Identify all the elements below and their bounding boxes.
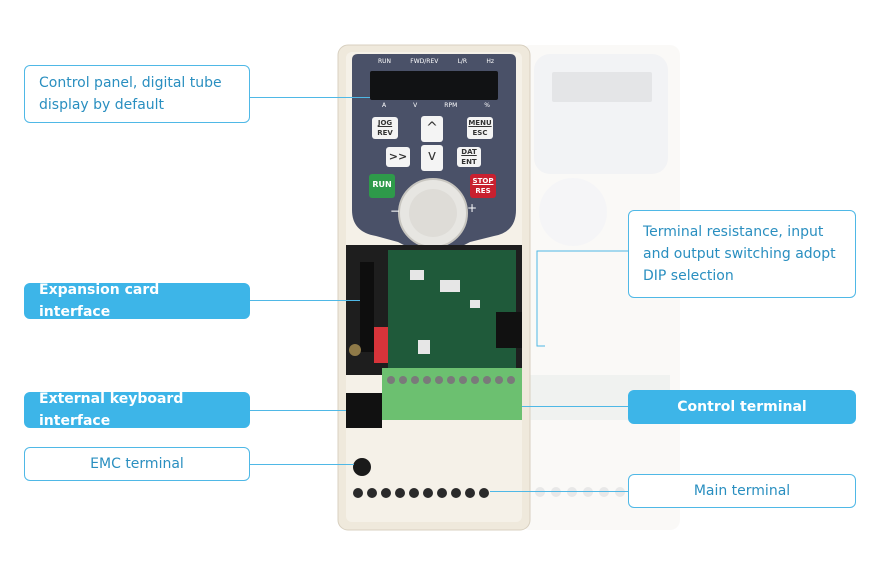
ent-label: ENT (461, 158, 477, 166)
dat-ent-key[interactable]: DAT ENT (457, 147, 481, 167)
external-keyboard-port (346, 393, 382, 428)
indicator-rpm: RPM (444, 102, 458, 109)
leader-control-panel (250, 97, 370, 98)
indicator-run: RUN (378, 58, 392, 65)
digital-display (370, 71, 498, 100)
callout-main-terminal: Main terminal (628, 474, 856, 508)
stop-res-key[interactable]: STOP RES (470, 176, 496, 196)
terminal-screws (387, 376, 515, 384)
minus-sign: − (390, 204, 401, 218)
dat-label: DAT (461, 148, 477, 156)
indicators-bottom: A V RPM % (382, 102, 490, 109)
leader-expansion-card (250, 300, 360, 301)
emc-terminal-hole (353, 458, 371, 476)
esc-label: ESC (472, 129, 488, 137)
main-terminal-holes (353, 488, 489, 498)
rev-label: REV (377, 129, 393, 137)
leader-emc-terminal (250, 464, 354, 465)
down-arrow-key[interactable]: v (427, 148, 437, 164)
indicator-percent: % (484, 102, 490, 109)
indicator-v: V (413, 102, 418, 109)
leader-main-terminal (490, 491, 628, 492)
callout-main-terminal-text: Main terminal (693, 483, 791, 499)
callout-control-terminal-text: Control terminal (677, 399, 807, 415)
callout-control-panel: Control panel, digital tube display by d… (24, 65, 250, 123)
stop-label: STOP (472, 177, 494, 185)
plus-sign: + (467, 201, 478, 215)
indicator-fwd-rev: FWD/REV (410, 58, 439, 65)
callout-expansion-card-text: Expansion card interface (39, 282, 160, 320)
jog-label: JOG (377, 119, 393, 127)
leader-external-keyboard (250, 410, 346, 411)
indicator-local-remote: L/R (457, 58, 468, 65)
indicator-a: A (382, 102, 387, 109)
callout-emc-terminal: EMC terminal (24, 447, 250, 481)
menu-label: MENU (468, 119, 492, 127)
callout-external-keyboard: External keyboard interface (24, 391, 250, 429)
up-arrow-key[interactable]: ^ (426, 120, 438, 136)
callout-control-terminal: Control terminal (628, 390, 856, 424)
shift-key[interactable]: >> (388, 150, 408, 163)
callout-control-panel-text: Control panel, digital tube display by d… (39, 75, 222, 113)
callout-terminal-resistance: Terminal resistance, input and output sw… (628, 210, 856, 298)
callout-emc-terminal-text: EMC terminal (90, 456, 184, 472)
keypad-keys (369, 116, 496, 198)
menu-esc-key[interactable]: MENU ESC (467, 118, 493, 138)
ghost-device (520, 45, 680, 530)
run-key[interactable]: RUN (372, 180, 392, 189)
leader-control-terminal (522, 406, 628, 407)
jog-rev-key[interactable]: JOG REV (372, 118, 398, 138)
indicator-hz: Hz (486, 58, 494, 65)
control-terminal-block (382, 368, 522, 420)
indicators-top: RUN FWD/REV L/R Hz (378, 58, 494, 65)
callout-external-keyboard-text: External keyboard interface (39, 391, 184, 429)
callout-terminal-resistance-text: Terminal resistance, input and output sw… (643, 224, 836, 284)
callout-expansion-card: Expansion card interface (24, 282, 250, 320)
res-label: RES (475, 187, 491, 195)
